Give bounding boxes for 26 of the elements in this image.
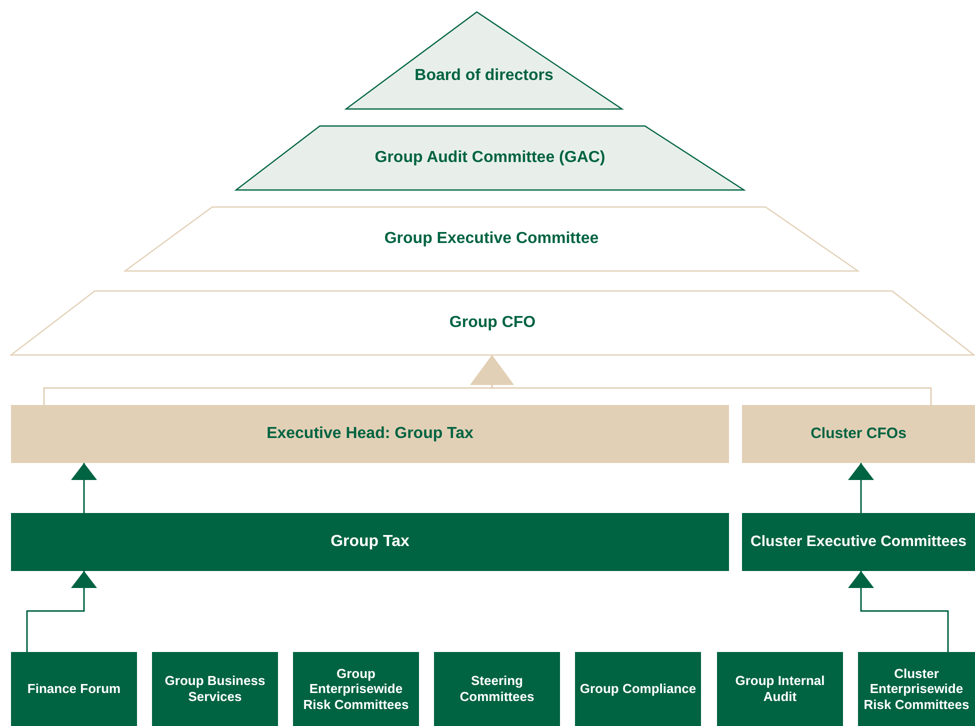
org-box <box>858 652 975 726</box>
org-box <box>434 652 560 726</box>
node-label: Steering Committees <box>458 673 536 705</box>
node-label: Group Business Services <box>164 673 266 705</box>
org-box <box>742 513 975 571</box>
node-label: Group Compliance <box>580 681 696 697</box>
node-label: Cluster Enterprisewide Risk Committees <box>862 666 970 712</box>
node-label: Group Audit Committee (GAC) <box>374 148 606 168</box>
node-label: Group Tax <box>330 532 410 552</box>
org-box <box>742 405 975 463</box>
org-box <box>11 405 729 463</box>
node-label: Group CFO <box>449 313 536 333</box>
node-label: Group Enterprisewide Risk Committees <box>302 666 410 712</box>
org-box <box>11 513 729 571</box>
org-box <box>717 652 843 726</box>
node-label: Group Executive Committee <box>384 229 599 249</box>
node-label: Cluster Executive Committees <box>750 533 966 551</box>
node-label: Board of directors <box>414 66 554 86</box>
node-label: Cluster CFOs <box>810 425 906 443</box>
node-label: Group Internal Audit <box>734 673 826 705</box>
org-box <box>11 652 137 726</box>
node-label: Finance Forum <box>27 681 121 697</box>
org-box <box>293 652 419 726</box>
node-label: Executive Head: Group Tax <box>266 424 474 444</box>
org-box <box>575 652 701 726</box>
org-box <box>152 652 278 726</box>
